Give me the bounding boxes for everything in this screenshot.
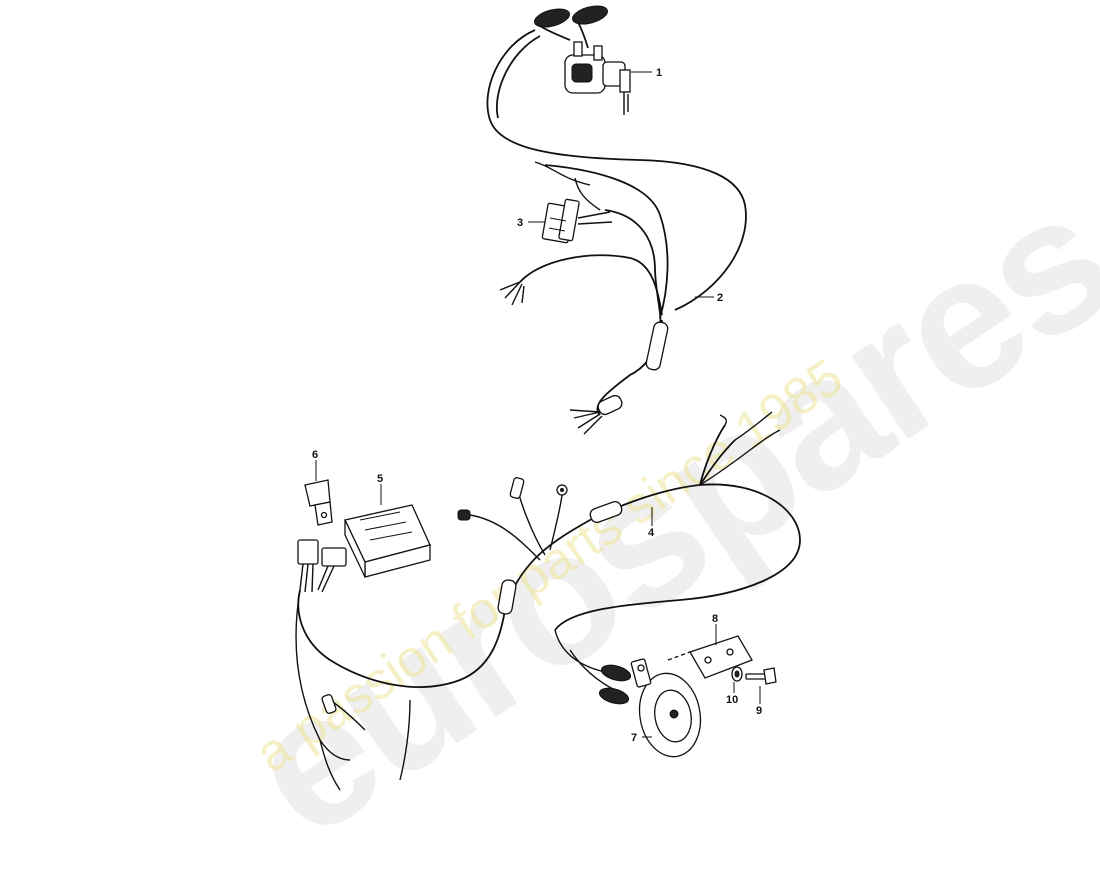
callout-7: 7 bbox=[631, 732, 637, 744]
callout-6: 6 bbox=[312, 449, 318, 461]
horn[interactable] bbox=[598, 658, 707, 762]
screw[interactable] bbox=[745, 667, 777, 685]
harness-connector[interactable] bbox=[541, 198, 613, 244]
horn-bracket[interactable] bbox=[667, 635, 753, 679]
callout-8: 8 bbox=[712, 613, 718, 625]
callout-2: 2 bbox=[717, 292, 723, 304]
callout-10: 10 bbox=[726, 694, 738, 706]
washer[interactable] bbox=[731, 666, 743, 682]
callout-4: 4 bbox=[648, 527, 655, 539]
bracket[interactable] bbox=[304, 479, 333, 526]
callout-3: 3 bbox=[517, 217, 523, 229]
callout-leaders bbox=[315, 71, 761, 738]
multi-pin-plug[interactable] bbox=[297, 539, 347, 593]
callout-9: 9 bbox=[756, 705, 762, 717]
ignition-switch[interactable] bbox=[533, 3, 631, 115]
callout-5: 5 bbox=[377, 473, 383, 485]
callout-1: 1 bbox=[656, 67, 662, 79]
wiring-diagram: 1 2 3 4 5 6 7 8 9 10 bbox=[295, 3, 801, 791]
upper-wiring-harness[interactable] bbox=[486, 29, 747, 435]
lower-wiring-harness[interactable] bbox=[295, 411, 801, 791]
relay[interactable] bbox=[344, 504, 431, 578]
